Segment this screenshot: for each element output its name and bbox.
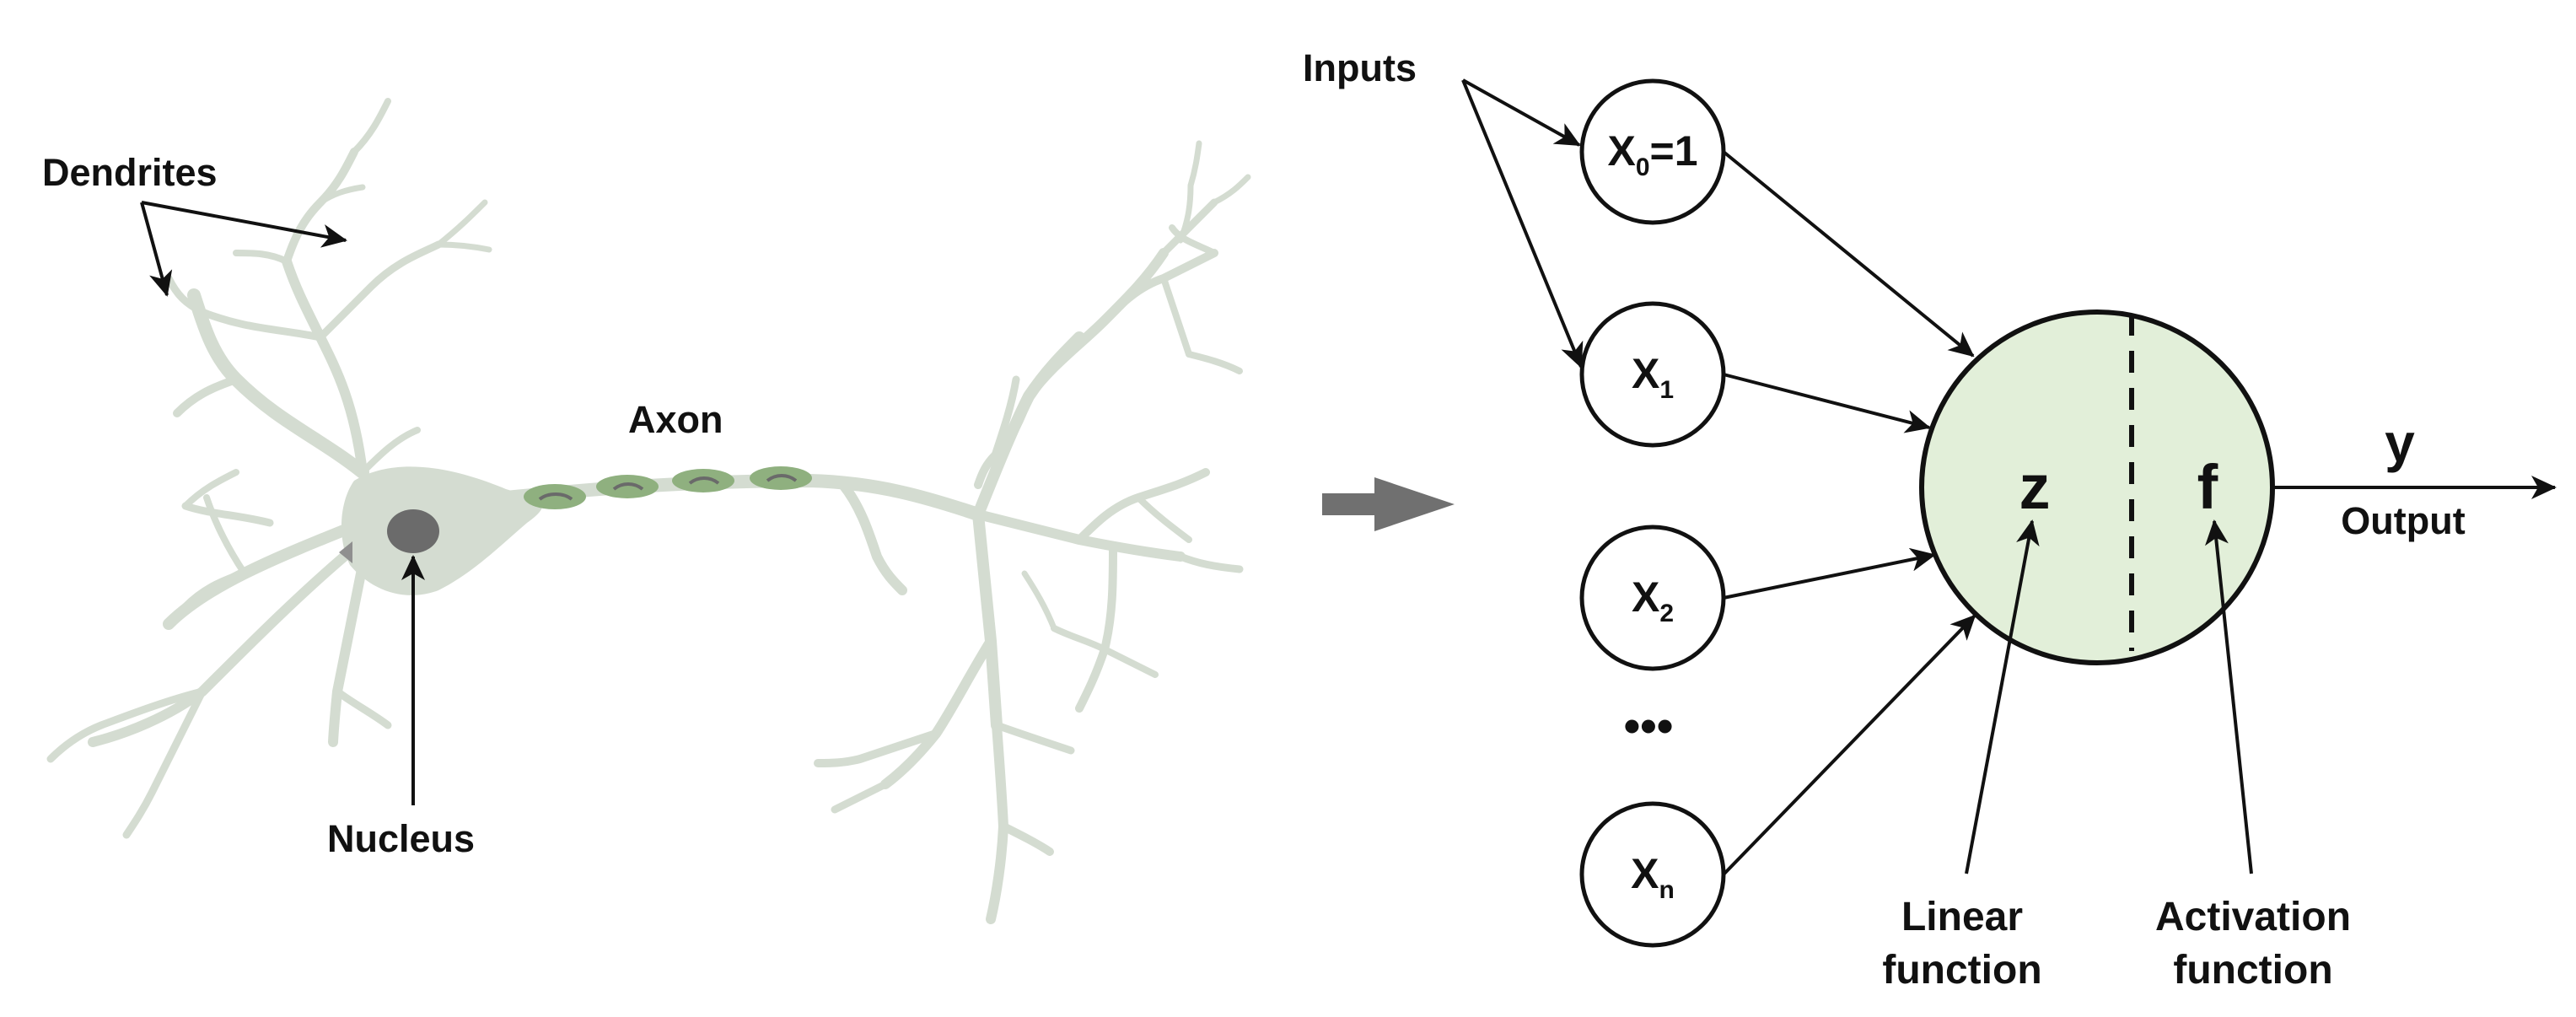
left-dendrites [46, 98, 492, 839]
linear-label-line2: function [1882, 948, 2041, 993]
perceptron-diagram: Inputs X0=1 X1 X2 Xn ••• z f y Output [1303, 46, 2557, 993]
dendrite-pointer-arrows [140, 201, 347, 297]
connection-x0 [1722, 150, 1975, 358]
dendrites-label: Dendrites [42, 151, 218, 194]
nucleus-label: Nucleus [327, 817, 475, 860]
inputs-label: Inputs [1303, 46, 1417, 89]
connection-x2 [1723, 547, 1936, 600]
cell-body [341, 466, 543, 595]
linear-pointer-arrow [1965, 519, 2040, 874]
output-label: Output [2341, 499, 2465, 542]
input-xn-label: Xn [1631, 850, 1675, 904]
activation-label-line2: function [2173, 948, 2332, 993]
connection-x1 [1723, 373, 1931, 433]
ellipsis: ••• [1624, 699, 1674, 752]
activation-symbol: f [2197, 452, 2218, 522]
axon-terminals [814, 140, 1251, 924]
input-x1-label: X1 [1632, 350, 1674, 404]
cell-body-notch [339, 541, 352, 563]
linear-label-line1: Linear [1901, 895, 2023, 939]
nucleus [387, 509, 439, 553]
inputs-pointer-arrow-x1 [1461, 79, 1584, 369]
transition-arrow [1322, 477, 1455, 531]
input-x2-label: X2 [1632, 573, 1674, 627]
linear-symbol: z [2019, 452, 2051, 522]
connection-xn [1722, 614, 1976, 876]
input-x0-label: X0=1 [1607, 127, 1697, 181]
output-symbol: y [2385, 412, 2415, 473]
axon-label: Axon [628, 398, 723, 441]
inputs-pointer-arrow-x0 [1462, 78, 1581, 147]
neuron-illustration [46, 98, 1251, 924]
activation-pointer-arrow [2205, 519, 2253, 874]
activation-label-line1: Activation [2155, 895, 2351, 939]
myelin-sheaths [524, 466, 812, 509]
neuron-circle [1919, 309, 2275, 665]
